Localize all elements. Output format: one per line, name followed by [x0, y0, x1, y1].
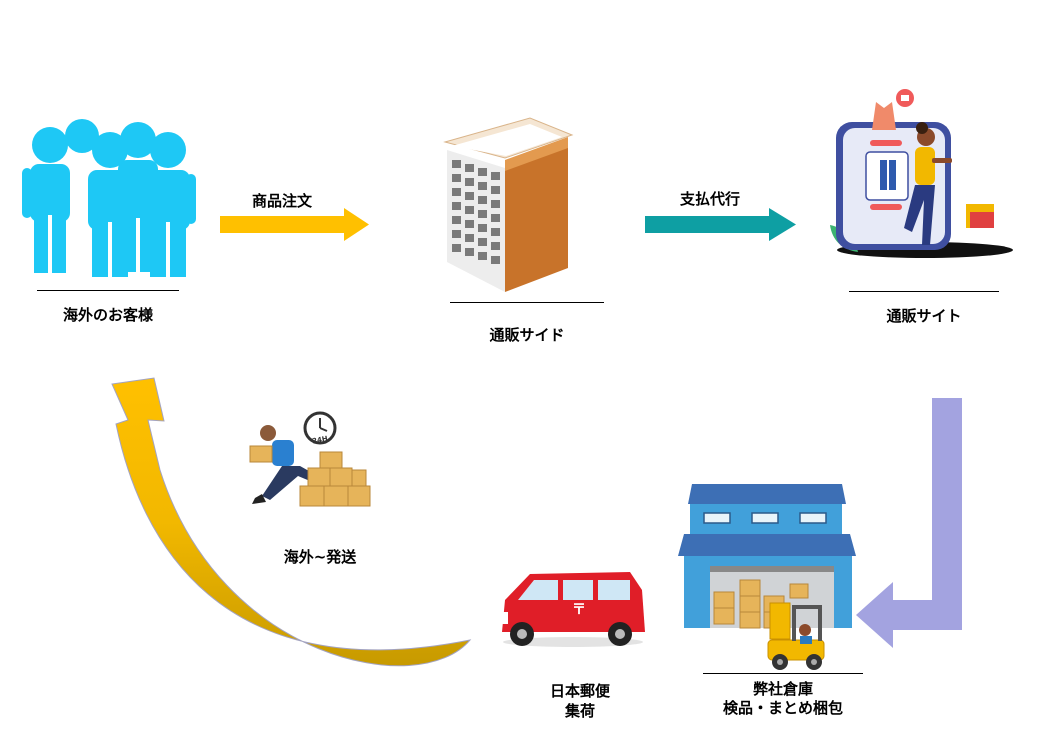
overseas-shipping-label: 海外~発送: [283, 548, 357, 566]
payment-arrow: [645, 208, 796, 241]
warehouse-underline: [703, 673, 863, 674]
japan-post-label-line2: 集荷: [564, 702, 595, 720]
delivery-man-icon: [249, 411, 371, 507]
online-shop-icon: [830, 89, 1013, 258]
building-icon: [443, 117, 574, 292]
return-arrow: [111, 377, 472, 667]
shop-building-underline: [450, 302, 604, 303]
customers-label: 海外のお客様: [62, 306, 153, 324]
warehouse-icon: [678, 484, 856, 670]
order-arrow-label: 商品注文: [251, 192, 312, 210]
warehouse-label-line2: 検品・まとめ梱包: [722, 699, 843, 717]
post-van-icon: 〒: [502, 572, 645, 647]
japan-post-label: 日本郵便 集荷: [520, 681, 640, 721]
order-arrow: [220, 208, 369, 241]
shop-building-label: 通販サイド: [489, 326, 565, 344]
customers-icon: [22, 119, 196, 277]
to-warehouse-arrow: [856, 398, 962, 648]
shop-site-underline: [849, 291, 999, 292]
shop-site-label: 通販サイト: [886, 307, 962, 325]
warehouse-label-line1: 弊社倉庫: [752, 680, 813, 698]
customers-underline: [37, 290, 179, 291]
warehouse-label: 弊社倉庫 検品・まとめ梱包: [703, 680, 863, 718]
payment-arrow-label: 支払代行: [679, 190, 740, 208]
post-mark-icon: 〒: [572, 602, 586, 618]
japan-post-label-line1: 日本郵便: [549, 682, 610, 700]
